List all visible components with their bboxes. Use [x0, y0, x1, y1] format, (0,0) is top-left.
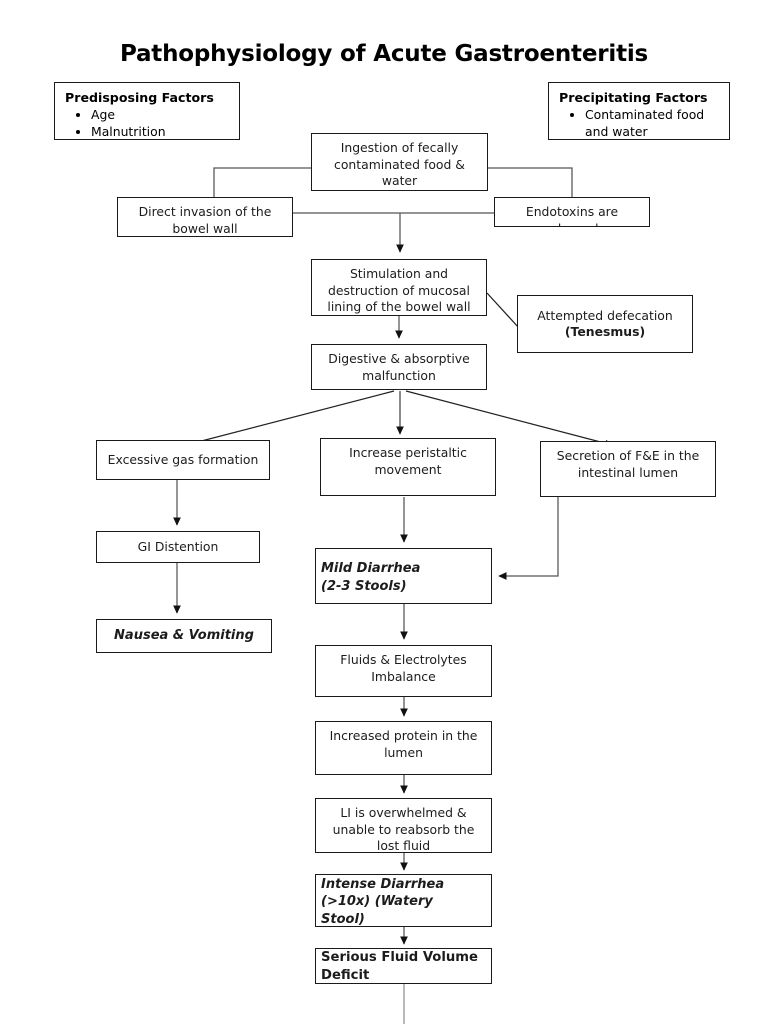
predisposing-factors-list: Age Malnutrition [65, 107, 231, 139]
edge-secretion-mild [498, 489, 559, 580]
page-title: Pathophysiology of Acute Gastroenteritis [119, 41, 649, 67]
precipitating-factors-list: Contaminated food and water [559, 107, 721, 139]
edge-digestive-secretion [405, 390, 613, 447]
node-serious-fluid-deficit: Serious Fluid Volume Deficit [315, 948, 492, 984]
edge-digestive-gas [185, 390, 395, 447]
intense-diarrhea-line-1: Intense Diarrhea [321, 877, 445, 893]
node-ingestion: Ingestion of fecally contaminated food &… [311, 133, 488, 191]
node-mild-diarrhea: Mild Diarrhea (2-3 Stools) [315, 548, 492, 604]
node-attempted-defecation: Attempted defecation (Tenesmus) [517, 295, 693, 353]
serious-deficit-line-2: Deficit [321, 968, 370, 983]
tenesmus-line-1: Attempted defecation [537, 307, 673, 323]
node-digestive-malfunction: Digestive & absorptive malfunction [311, 344, 487, 390]
intense-diarrhea-line-3: Stool) [321, 911, 365, 927]
precipitating-factors-box: Precipitating Factors Contaminated food … [548, 82, 730, 140]
edge-ingestion-direct [213, 167, 311, 197]
node-fluids-electrolytes-imbalance: Fluids & Electrolytes Imbalance [315, 645, 492, 697]
node-gi-distention: GI Distention [96, 531, 260, 563]
list-item: Age [91, 107, 231, 124]
mild-diarrhea-line-1: Mild Diarrhea [321, 561, 421, 577]
node-intense-diarrhea: Intense Diarrhea (>10x) (Watery Stool) [315, 874, 492, 927]
list-item: Contaminated food and water [585, 107, 721, 139]
node-li-overwhelmed: LI is overwhelmed & unable to reabsorb t… [315, 798, 492, 853]
node-increased-protein: Increased protein in the lumen [315, 721, 492, 775]
node-secretion-fe: Secretion of F&E in the intestinal lumen [540, 441, 716, 497]
tenesmus-line-2: (Tenesmus) [564, 324, 646, 339]
node-excessive-gas: Excessive gas formation [96, 440, 270, 480]
node-endotoxins: Endotoxins are released [494, 197, 650, 227]
node-direct-invasion: Direct invasion of the bowel wall [117, 197, 293, 237]
edge-ingestion-endotoxins [488, 167, 573, 197]
edge-stimulation-tenesmus [486, 292, 520, 329]
list-item: Malnutrition [91, 124, 231, 139]
node-increase-peristaltic: Increase peristaltic movement [320, 438, 496, 496]
predisposing-factors-heading: Predisposing Factors [65, 90, 214, 105]
node-stimulation: Stimulation and destruction of mucosal l… [311, 259, 487, 316]
predisposing-factors-box: Predisposing Factors Age Malnutrition [54, 82, 240, 140]
precipitating-factors-heading: Precipitating Factors [559, 90, 708, 105]
serious-deficit-line-1: Serious Fluid Volume [321, 950, 478, 966]
node-nausea-vomiting: Nausea & Vomiting [96, 619, 272, 653]
mild-diarrhea-line-2: (2-3 Stools) [321, 578, 407, 594]
intense-diarrhea-line-2: (>10x) (Watery [321, 894, 433, 910]
